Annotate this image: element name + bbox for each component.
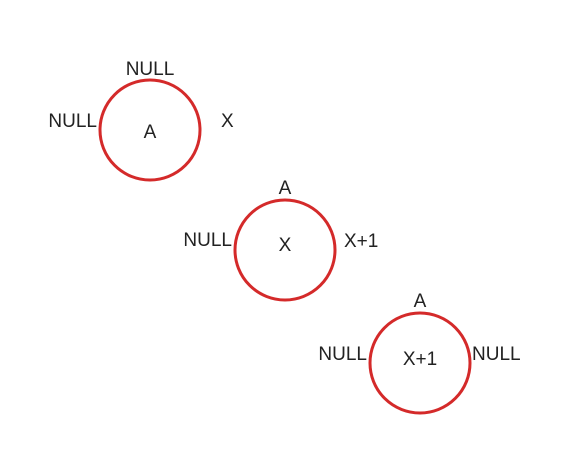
node-x-plus-1: X+1 A NULL NULL <box>318 291 521 415</box>
node-x-plus-1-top-pointer: A <box>414 291 427 312</box>
node-x-label: X <box>279 235 292 256</box>
node-x-plus-1-right-pointer: NULL <box>472 344 521 365</box>
node-a-circle <box>98 78 202 182</box>
node-a-left-pointer: NULL <box>48 111 97 132</box>
node-x-left-pointer: NULL <box>183 230 232 251</box>
node-a-label: A <box>144 122 157 143</box>
node-x-plus-1-left-pointer: NULL <box>318 344 367 365</box>
node-x-plus-1-circle <box>368 311 472 415</box>
node-x-circle <box>233 198 337 302</box>
node-x-top-pointer: A <box>279 178 292 199</box>
node-x-right-pointer: X+1 <box>344 231 378 252</box>
node-a-right-pointer: X <box>221 111 234 132</box>
node-a-top-pointer: NULL <box>126 59 175 80</box>
node-x: X A NULL X+1 <box>183 178 378 302</box>
node-a: A NULL NULL X <box>48 59 234 182</box>
node-x-plus-1-label: X+1 <box>403 349 437 370</box>
